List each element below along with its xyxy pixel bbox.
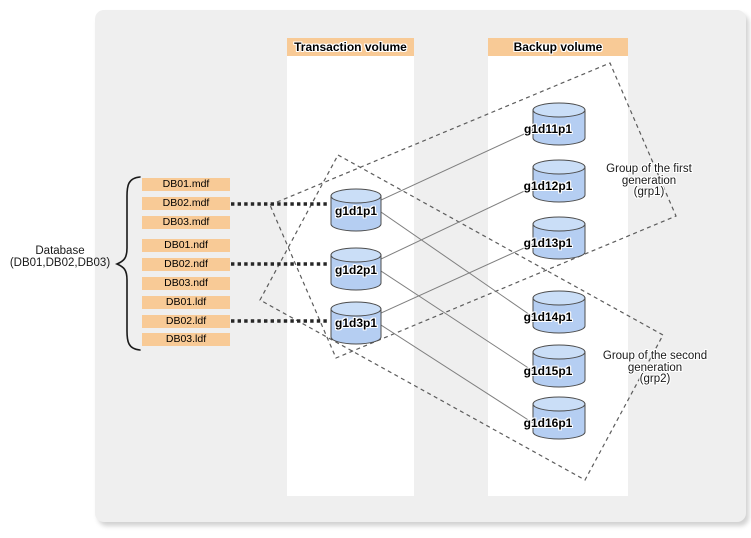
- database-subtitle: (DB01,DB02,DB03): [9, 257, 111, 269]
- group-label-grp1-text: Group of the first generation: [606, 163, 692, 187]
- file-box-db02-ldf: DB02.ldf: [142, 315, 230, 328]
- group-label-grp1-id: (grp1): [633, 186, 665, 198]
- file-box-db03-ndf: DB03.ndf: [142, 277, 230, 290]
- volume-label-g1d3p1: g1d3p1: [334, 316, 377, 330]
- group-label-grp2: Group of the second generation (grp2): [594, 350, 716, 386]
- file-box-db02-mdf: DB02.mdf: [142, 197, 230, 210]
- volume-label-g1d12p1: g1d12p1: [523, 179, 573, 193]
- volume-label-g1d11p1: g1d11p1: [523, 122, 573, 136]
- volume-label-g1d13p1: g1d13p1: [523, 236, 573, 250]
- file-box-db03-mdf: DB03.mdf: [142, 216, 230, 229]
- database-title: Database: [35, 245, 85, 257]
- volume-label-g1d2p1: g1d2p1: [334, 263, 377, 277]
- database-label: Database (DB01,DB02,DB03): [0, 245, 120, 269]
- file-box-db03-ldf: DB03.ldf: [142, 333, 230, 346]
- transaction-volume-header: Transaction volume: [287, 38, 414, 56]
- backup-volume-header: Backup volume: [488, 38, 628, 56]
- file-box-db01-ndf: DB01.ndf: [142, 239, 230, 252]
- group-label-grp2-id: (grp2): [639, 373, 671, 385]
- group-label-grp2-text: Group of the second generation: [602, 350, 708, 374]
- volume-label-g1d15p1: g1d15p1: [523, 364, 573, 378]
- file-box-db02-ndf: DB02.ndf: [142, 258, 230, 271]
- volume-label-g1d1p1: g1d1p1: [334, 204, 377, 218]
- group-label-grp1: Group of the first generation (grp1): [594, 163, 704, 199]
- file-box-db01-ldf: DB01.ldf: [142, 296, 230, 309]
- file-box-db01-mdf: DB01.mdf: [142, 178, 230, 191]
- volume-label-g1d16p1: g1d16p1: [523, 416, 573, 430]
- volume-label-g1d14p1: g1d14p1: [523, 310, 573, 324]
